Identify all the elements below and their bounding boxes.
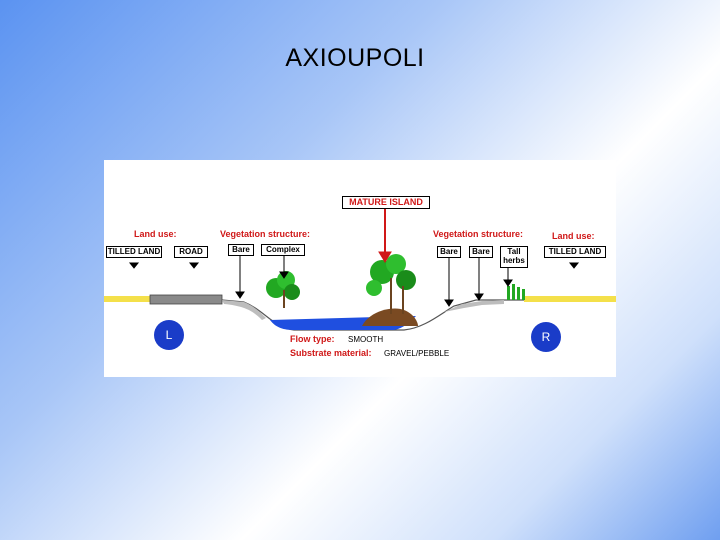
tall-herbs-right xyxy=(507,284,525,300)
slide-title: AXIOUPOLI xyxy=(285,44,425,72)
left-vegetation-heading: Vegetation structure: xyxy=(220,229,311,239)
right-vegetation-heading: Vegetation structure: xyxy=(433,229,524,239)
right-vegetation-bare-2: Bare xyxy=(469,246,493,258)
substrate-heading: Substrate material: xyxy=(290,348,372,358)
right-tilled-land xyxy=(524,296,616,302)
right-bank-marker: R xyxy=(531,322,561,352)
left-vegetation-complex: Complex xyxy=(261,244,305,256)
right-vegetation-tall-herbs: Tall herbs xyxy=(500,246,528,268)
mature-island-label: MATURE ISLAND xyxy=(342,196,430,209)
road-surface xyxy=(149,294,223,305)
right-bare-bank xyxy=(444,300,504,312)
right-land-use-tilled: TILLED LAND xyxy=(544,246,606,258)
cross-section-diagram: MATURE ISLAND Land use: TILLED LAND ROAD… xyxy=(104,160,616,377)
left-bank-marker: L xyxy=(154,320,184,350)
mature-island-arrow xyxy=(378,208,392,263)
left-tilled-land xyxy=(104,296,150,302)
left-land-use-heading: Land use: xyxy=(134,229,177,239)
left-land-use-tilled: TILLED LAND xyxy=(106,246,162,258)
left-bare-bank xyxy=(222,300,266,320)
left-bank-trees xyxy=(266,271,300,308)
island-trees xyxy=(366,254,416,314)
left-vegetation-bare: Bare xyxy=(228,244,254,256)
right-vegetation-bare-1: Bare xyxy=(437,246,461,258)
right-land-use-heading: Land use: xyxy=(552,231,595,241)
flow-type-heading: Flow type: xyxy=(290,334,335,344)
cross-section-drawing xyxy=(104,208,616,331)
flow-type-value: SMOOTH xyxy=(348,335,384,344)
substrate-value: GRAVEL/PEBBLE xyxy=(384,349,450,358)
left-land-use-road: ROAD xyxy=(174,246,208,258)
